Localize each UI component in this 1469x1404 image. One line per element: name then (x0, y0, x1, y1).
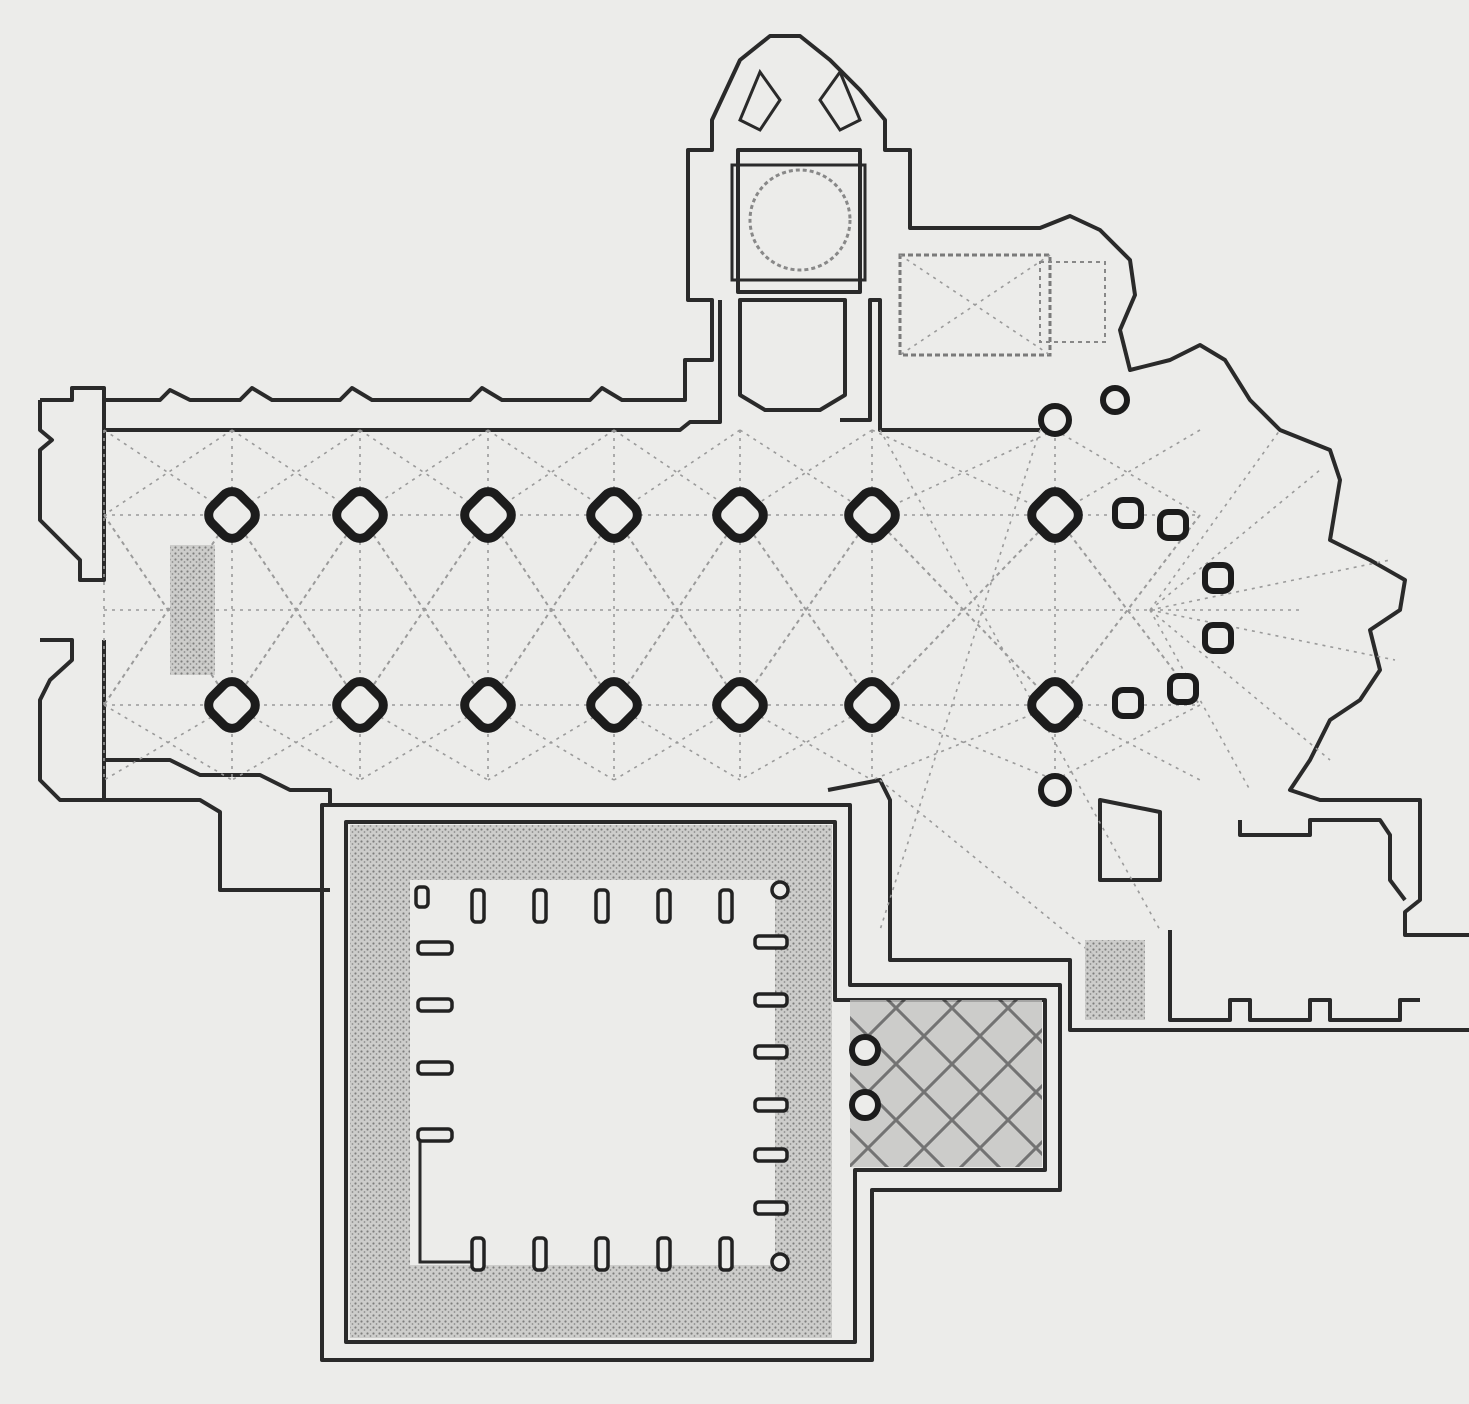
cloister (320, 803, 1062, 1362)
nave-pier (204, 487, 260, 543)
nave-pier (1027, 487, 1083, 543)
nave-pier (332, 677, 388, 733)
choir-pier (1167, 673, 1199, 705)
vault-rib (871, 429, 1056, 516)
cloister-column (656, 1236, 672, 1272)
vault-rib (1149, 609, 1396, 661)
nave-pier (332, 487, 388, 543)
vault-rib (487, 429, 615, 516)
choir-pier (1112, 497, 1144, 529)
wall-pier (1038, 403, 1072, 437)
vault-rib (613, 429, 741, 516)
vault-rib (871, 704, 1056, 781)
cloister-gallery (350, 825, 832, 1338)
cloister-column (753, 1147, 789, 1163)
vault-rib (879, 429, 1041, 931)
cloister-column (416, 1060, 454, 1076)
cloister-column (414, 885, 430, 909)
wall-pier (1100, 385, 1130, 415)
chapter-pier (849, 1089, 881, 1121)
vault-rib (613, 429, 741, 516)
cloister-column (718, 1236, 734, 1272)
cloister-column (416, 1127, 454, 1143)
cloister-column (470, 888, 486, 924)
nave-pier (844, 487, 900, 543)
vault-rib (103, 429, 233, 516)
nave-pier (712, 677, 768, 733)
nave-pier (204, 677, 260, 733)
cloister-column (532, 888, 548, 924)
cloister-column (753, 1200, 789, 1216)
vault-rib (1149, 609, 1251, 791)
choir-pier (1202, 622, 1234, 654)
cloister-column (656, 888, 672, 924)
cloister-column (594, 888, 610, 924)
vault-rib (879, 779, 1101, 961)
narthex-hatched-area (170, 545, 215, 675)
nave-pier (460, 487, 516, 543)
vault-rib (871, 514, 1056, 706)
vault-rib (231, 429, 361, 516)
vault-rib (1149, 429, 1281, 611)
vault-rib (1054, 704, 1201, 781)
vault-rib (359, 429, 489, 516)
choir-pier (1202, 562, 1234, 594)
vault-rib (487, 429, 615, 516)
choir-pier (1112, 687, 1144, 719)
nave-piers (204, 487, 1083, 733)
vault-rib (231, 429, 361, 516)
vault-rib (739, 429, 873, 516)
cloister-columns (414, 880, 790, 1272)
nave-pier (844, 677, 900, 733)
cloister-column (753, 1097, 789, 1113)
cloister-column (470, 1236, 486, 1272)
nave-pier (586, 677, 642, 733)
side-passage (1085, 940, 1145, 1020)
nave-pier (586, 487, 642, 543)
chapter-pier (849, 1034, 881, 1066)
cloister-column (753, 992, 789, 1008)
cloister-column (753, 934, 789, 950)
nave-pier (712, 487, 768, 543)
vault-rib (103, 429, 233, 516)
sacristy (898, 253, 1106, 357)
cloister-column (532, 1236, 548, 1272)
choir-pier (1157, 509, 1189, 541)
vault-rib (739, 429, 873, 516)
vault-rib (871, 429, 1056, 516)
vault-rib (613, 514, 741, 706)
vault-rib (739, 514, 873, 706)
vault-rib (359, 429, 489, 516)
nave-pier (1027, 677, 1083, 733)
wall-pier (1038, 773, 1072, 807)
cloister-column (770, 1252, 790, 1272)
cloister-column (770, 880, 790, 900)
cloister-column (718, 888, 734, 924)
cloister-column (753, 1044, 789, 1060)
cloister-column (416, 940, 454, 956)
nave-pier (460, 677, 516, 733)
choir-piers (1112, 497, 1234, 719)
wall-piers (1038, 385, 1130, 807)
cloister-column (416, 997, 454, 1013)
vault-rib (1149, 559, 1391, 611)
chapter-room (850, 1000, 1042, 1167)
tower-chapel (730, 68, 867, 412)
cloister-column (594, 1236, 610, 1272)
vault-rib (487, 514, 615, 706)
